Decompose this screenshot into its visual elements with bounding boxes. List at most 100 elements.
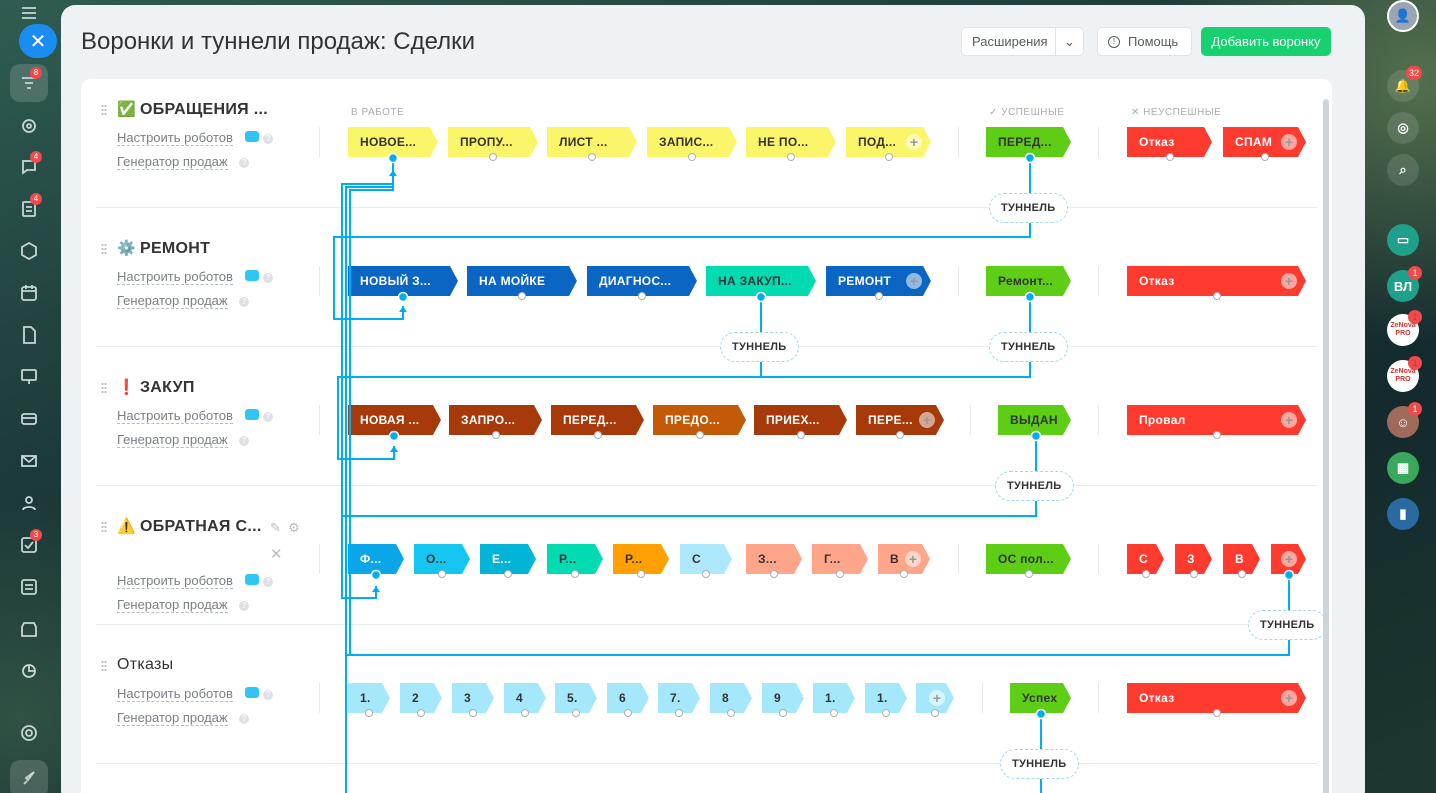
connector-dot[interactable] <box>438 570 446 578</box>
connector-dot[interactable] <box>787 153 795 161</box>
connector-dot[interactable] <box>896 431 904 439</box>
drag-handle[interactable] <box>101 104 107 116</box>
stage[interactable]: НОВОЕ... <box>348 127 438 157</box>
stage[interactable]: Успех <box>1010 683 1071 713</box>
stage[interactable]: ЗАПРО... <box>449 405 542 435</box>
robots-link[interactable]: Настроить роботов <box>117 269 233 285</box>
hexagon-icon[interactable] <box>10 232 48 270</box>
add-stage-icon[interactable]: + <box>1281 273 1297 289</box>
stage[interactable]: ВЫДАН <box>998 405 1071 435</box>
robots-link[interactable]: Настроить роботов <box>117 408 233 424</box>
stage[interactable]: Отказ <box>1127 683 1306 713</box>
connector-dot[interactable] <box>1035 708 1047 720</box>
help-icon[interactable]: ? <box>263 577 273 587</box>
users-icon[interactable] <box>10 484 48 522</box>
robots-link[interactable]: Настроить роботов <box>117 130 233 146</box>
stage[interactable]: НОВАЯ ... <box>348 405 441 435</box>
checkbox-icon[interactable]: 3 <box>10 526 48 564</box>
stage[interactable]: Ремонт... <box>986 266 1071 296</box>
connector-dot[interactable] <box>593 431 602 439</box>
extensions-button[interactable]: Расширения⌄ <box>961 27 1084 56</box>
help-icon[interactable]: ? <box>239 714 249 724</box>
connector-dot[interactable] <box>397 291 409 303</box>
connector-dot[interactable] <box>1024 291 1036 303</box>
stage[interactable]: ПЕРЕД... <box>551 405 644 435</box>
stage[interactable]: 7. <box>658 683 700 713</box>
stage[interactable]: Р... <box>613 544 669 574</box>
help-icon[interactable]: ? <box>239 601 249 611</box>
connector-dot[interactable] <box>695 431 704 439</box>
connector-dot[interactable] <box>638 292 646 300</box>
connector-dot[interactable] <box>588 153 596 161</box>
connector-dot[interactable] <box>1283 569 1295 581</box>
connector-dot[interactable] <box>637 570 645 578</box>
tasks-icon[interactable]: 4 <box>10 190 48 228</box>
stage[interactable]: З <box>1175 544 1212 574</box>
connector-dot[interactable] <box>572 709 580 717</box>
target-icon[interactable] <box>10 107 48 145</box>
stage[interactable]: Г... <box>812 544 868 574</box>
help-icon[interactable]: ? <box>239 297 249 307</box>
connector-dot[interactable] <box>1189 570 1198 578</box>
add-stage-icon[interactable]: + <box>905 551 921 567</box>
tunnel-badge[interactable]: ТУННЕЛЬ <box>1248 610 1327 640</box>
connector-dot[interactable] <box>491 431 500 439</box>
robots-link[interactable]: Настроить роботов <box>117 686 233 702</box>
stage[interactable]: Отказ <box>1127 127 1212 157</box>
rocket-icon[interactable] <box>10 760 48 793</box>
connector-dot[interactable] <box>417 709 425 717</box>
stage[interactable]: 9 <box>762 683 804 713</box>
tunnel-badge[interactable]: ТУННЕЛЬ <box>720 332 799 362</box>
robots-link[interactable]: Настроить роботов <box>117 573 233 589</box>
connector-dot[interactable] <box>1024 152 1036 164</box>
chat-bubble-icon[interactable]: ▭ <box>1387 224 1419 256</box>
stage[interactable]: НЕ ПО... <box>746 127 836 157</box>
generator-link[interactable]: Генератор продаж <box>117 597 228 613</box>
generator-link[interactable]: Генератор продаж <box>117 293 228 309</box>
list-icon[interactable] <box>10 568 48 606</box>
help-icon[interactable]: ? <box>263 273 273 283</box>
connector-dot[interactable] <box>836 570 844 578</box>
connector-dot[interactable] <box>727 709 735 717</box>
connector-dot[interactable] <box>370 569 382 581</box>
gear-icon[interactable]: ⚙ <box>288 520 300 535</box>
document-icon[interactable] <box>10 316 48 354</box>
drag-handle[interactable] <box>101 660 107 672</box>
stage[interactable]: Отказ <box>1127 266 1306 296</box>
add-stage-icon[interactable]: + <box>919 412 935 428</box>
stage[interactable]: 2 <box>400 683 442 713</box>
calendar-green-icon[interactable]: ▦ <box>1387 452 1419 484</box>
stage[interactable]: ПРИЕХ... <box>754 405 847 435</box>
help-icon[interactable]: ? <box>263 412 273 422</box>
add-stage-icon[interactable]: + <box>929 690 945 706</box>
connector-dot[interactable] <box>770 570 778 578</box>
stage[interactable]: 1. <box>813 683 855 713</box>
stage[interactable]: 8 <box>710 683 752 713</box>
connector-dot[interactable] <box>779 709 787 717</box>
funnel-title[interactable]: ❗ЗАКУП <box>117 378 195 397</box>
generator-link[interactable]: Генератор продаж <box>117 432 228 448</box>
add-stage-icon[interactable]: + <box>906 273 922 289</box>
help-icon[interactable]: ? <box>239 436 249 446</box>
stage[interactable]: ПРЕДО... <box>653 405 746 435</box>
stage[interactable]: 3 <box>452 683 494 713</box>
connector-dot[interactable] <box>571 570 579 578</box>
connector-dot[interactable] <box>504 570 512 578</box>
connector-dot[interactable] <box>388 430 400 442</box>
close-icon[interactable]: ✕ <box>270 546 283 563</box>
pulse-icon[interactable]: ◎ <box>1387 112 1419 144</box>
connector-dot[interactable] <box>518 292 526 300</box>
add-stage-icon[interactable]: + <box>906 134 922 150</box>
chevron-down-icon[interactable]: ⌄ <box>1055 28 1083 55</box>
connector-dot[interactable] <box>1212 431 1221 439</box>
connector-dot[interactable] <box>1030 430 1042 442</box>
stage[interactable]: ОС пол... <box>986 544 1071 574</box>
connector-dot[interactable] <box>1212 292 1221 300</box>
connector-dot[interactable] <box>900 570 908 578</box>
connector-dot[interactable] <box>688 153 696 161</box>
settings-icon[interactable] <box>10 714 48 752</box>
drag-handle[interactable] <box>101 521 107 533</box>
user-avatar[interactable]: 👤 <box>1387 0 1419 32</box>
connector-dot[interactable] <box>365 709 373 717</box>
connector-dot[interactable] <box>796 431 805 439</box>
